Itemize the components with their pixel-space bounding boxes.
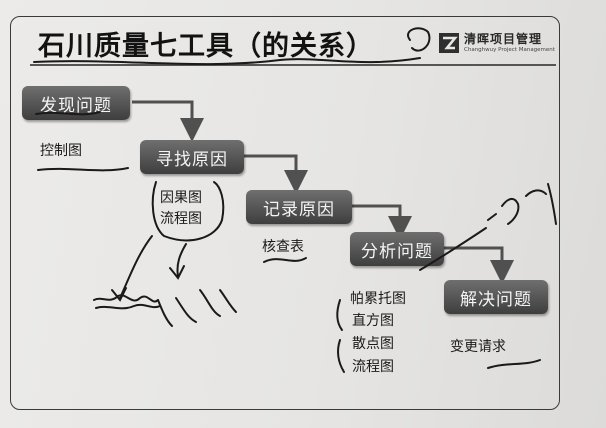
header-divider <box>30 64 556 66</box>
step-box-solve: 解决问题 <box>444 280 548 314</box>
tool-flowchart-a: 流程图 <box>160 211 202 227</box>
logo: 清晖项目管理 Changhwuy Project Management <box>438 30 566 60</box>
step-box-record-cause: 记录原因 <box>246 190 352 224</box>
tool-flowchart-b: 流程图 <box>352 359 394 375</box>
slide-title: 石川质量七工具（的关系） <box>38 31 374 62</box>
tool-scatter: 散点图 <box>352 336 394 352</box>
tool-fishbone: 因果图 <box>160 190 202 206</box>
tool-check-sheet: 核查表 <box>262 239 304 255</box>
slide-frame <box>10 16 560 410</box>
step-box-analyze: 分析问题 <box>350 232 444 266</box>
tool-histogram: 直方图 <box>352 313 394 329</box>
step-box-discover: 发现问题 <box>22 86 130 120</box>
tool-control-chart: 控制图 <box>40 143 82 159</box>
tool-change-request: 变更请求 <box>450 339 506 355</box>
logo-name-cn: 清晖项目管理 <box>464 32 543 46</box>
tool-pareto: 帕累托图 <box>350 291 406 307</box>
logo-mark-icon <box>439 33 459 53</box>
step-box-find-cause: 寻找原因 <box>140 140 244 174</box>
logo-name-en: Changhwuy Project Management <box>464 47 555 53</box>
